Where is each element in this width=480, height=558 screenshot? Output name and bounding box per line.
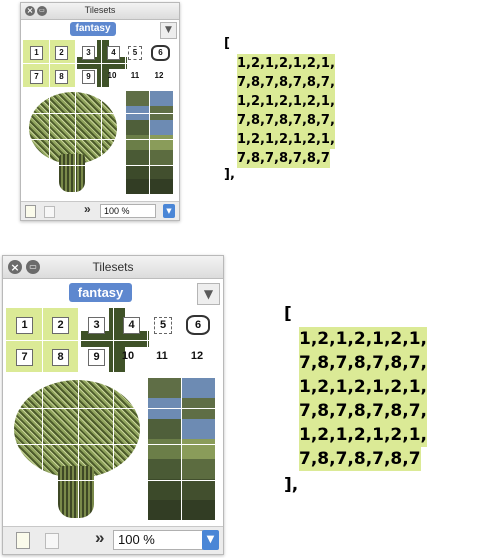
import-icon[interactable] xyxy=(45,533,59,549)
tile-5[interactable]: 5 xyxy=(128,46,142,60)
close-icon[interactable]: × xyxy=(8,260,22,274)
more-button[interactable]: » xyxy=(84,202,91,216)
zoom-combobox[interactable]: 100 % xyxy=(113,530,203,550)
tile-9[interactable]: 9 xyxy=(88,349,105,366)
zoom-combobox[interactable]: 100 % xyxy=(100,204,156,218)
zoom-value: 100 % xyxy=(118,532,155,547)
float-icon[interactable]: ▭ xyxy=(26,260,40,274)
zoom-value: 100 % xyxy=(104,206,130,216)
chevron-down-icon: ▼ xyxy=(165,25,172,35)
array-open-bracket: [ xyxy=(224,36,230,51)
tile-10[interactable]: 10 xyxy=(107,71,117,80)
tile-11[interactable]: 11 xyxy=(156,350,168,362)
tile-1[interactable]: 1 xyxy=(30,46,43,60)
array-row: 7,8,7,8,7,8,7, xyxy=(299,399,428,423)
more-button[interactable]: » xyxy=(95,528,105,547)
tile-2[interactable]: 2 xyxy=(52,317,69,334)
tab-fantasy[interactable]: fantasy xyxy=(69,283,132,302)
tile-6[interactable]: 6 xyxy=(151,45,170,61)
array-row: 1,2,1,2,1,2,1, xyxy=(299,375,428,399)
import-icon[interactable] xyxy=(44,206,55,218)
tile-8[interactable]: 8 xyxy=(55,70,68,84)
tile-12[interactable]: 12 xyxy=(154,71,164,80)
tile-1[interactable]: 1 xyxy=(16,317,33,334)
tile-array-code-large: [ 1,2,1,2,1,2,1, 7,8,7,8,7,8,7, 1,2,1,2,… xyxy=(284,304,474,500)
tab-fantasy[interactable]: fantasy xyxy=(70,22,116,36)
tile-12[interactable]: 12 xyxy=(190,350,204,362)
panel-footer: » 100 % ▼ xyxy=(21,201,179,220)
array-close-bracket: ], xyxy=(284,475,299,495)
array-open-bracket: [ xyxy=(284,304,292,324)
tile-8[interactable]: 8 xyxy=(52,349,69,366)
tileset-view[interactable]: 1 2 3 4 5 6 7 8 9 10 11 12 xyxy=(23,40,175,198)
tileset-view[interactable]: 1 2 3 4 5 6 7 8 9 10 11 12 xyxy=(6,308,218,522)
titlebar: × ▭ Tilesets xyxy=(21,3,179,20)
tile-6[interactable]: 6 xyxy=(186,315,210,335)
tile-array-code-small: [ 1,2,1,2,1,2,1, 7,8,7,8,7,8,7, 1,2,1,2,… xyxy=(224,36,374,182)
tile-4[interactable]: 4 xyxy=(123,317,140,334)
array-row: 1,2,1,2,1,2,1, xyxy=(237,92,335,111)
zoom-dropdown-button[interactable]: ▼ xyxy=(202,530,219,550)
array-row: 7,8,7,8,7,8,7 xyxy=(237,149,330,168)
tile-10[interactable]: 10 xyxy=(121,350,135,362)
tree-tile xyxy=(29,92,117,194)
tile-7[interactable]: 7 xyxy=(16,349,33,366)
array-row: 1,2,1,2,1,2,1, xyxy=(237,54,335,73)
array-row: 1,2,1,2,1,2,1, xyxy=(299,327,428,351)
chevron-down-icon: ▼ xyxy=(203,287,214,301)
zoom-dropdown-button[interactable]: ▼ xyxy=(163,204,175,218)
tile-9[interactable]: 9 xyxy=(82,70,95,84)
panel-title: Tilesets xyxy=(92,260,134,274)
tile-3[interactable]: 3 xyxy=(82,46,95,60)
tilesets-panel-large: × ▭ Tilesets fantasy ▼ 1 2 3 4 5 6 7 8 9… xyxy=(2,255,224,555)
tilesets-panel-small: × ▭ Tilesets fantasy ▼ 1 2 3 4 5 6 7 8 9… xyxy=(20,2,180,221)
array-row: 7,8,7,8,7,8,7, xyxy=(237,111,335,130)
array-row: 7,8,7,8,7,8,7, xyxy=(237,73,335,92)
tile-2[interactable]: 2 xyxy=(55,46,68,60)
tree-tile xyxy=(14,380,140,520)
panel-title: Tilesets xyxy=(84,5,116,15)
array-row: 7,8,7,8,7,8,7, xyxy=(299,351,428,375)
tile-5[interactable]: 5 xyxy=(154,317,172,334)
tileset-menu-button[interactable]: ▼ xyxy=(160,22,177,39)
tile-7[interactable]: 7 xyxy=(30,70,43,84)
array-close-bracket: ], xyxy=(224,167,235,182)
float-icon[interactable]: ▭ xyxy=(37,6,47,16)
tileset-menu-button[interactable]: ▼ xyxy=(197,283,220,305)
panel-footer: » 100 % ▼ xyxy=(3,526,223,554)
close-icon[interactable]: × xyxy=(25,6,35,16)
new-tileset-icon[interactable] xyxy=(16,532,30,549)
tile-4[interactable]: 4 xyxy=(107,46,120,60)
chevron-down-icon: ▼ xyxy=(166,207,172,215)
array-row: 1,2,1,2,1,2,1, xyxy=(237,130,335,149)
tile-3[interactable]: 3 xyxy=(88,317,105,334)
new-tileset-icon[interactable] xyxy=(25,205,36,218)
chevron-down-icon: ▼ xyxy=(206,534,215,545)
titlebar: × ▭ Tilesets xyxy=(3,256,223,279)
tile-11[interactable]: 11 xyxy=(130,71,140,80)
array-row: 1,2,1,2,1,2,1, xyxy=(299,423,428,447)
array-row: 7,8,7,8,7,8,7 xyxy=(299,447,421,471)
